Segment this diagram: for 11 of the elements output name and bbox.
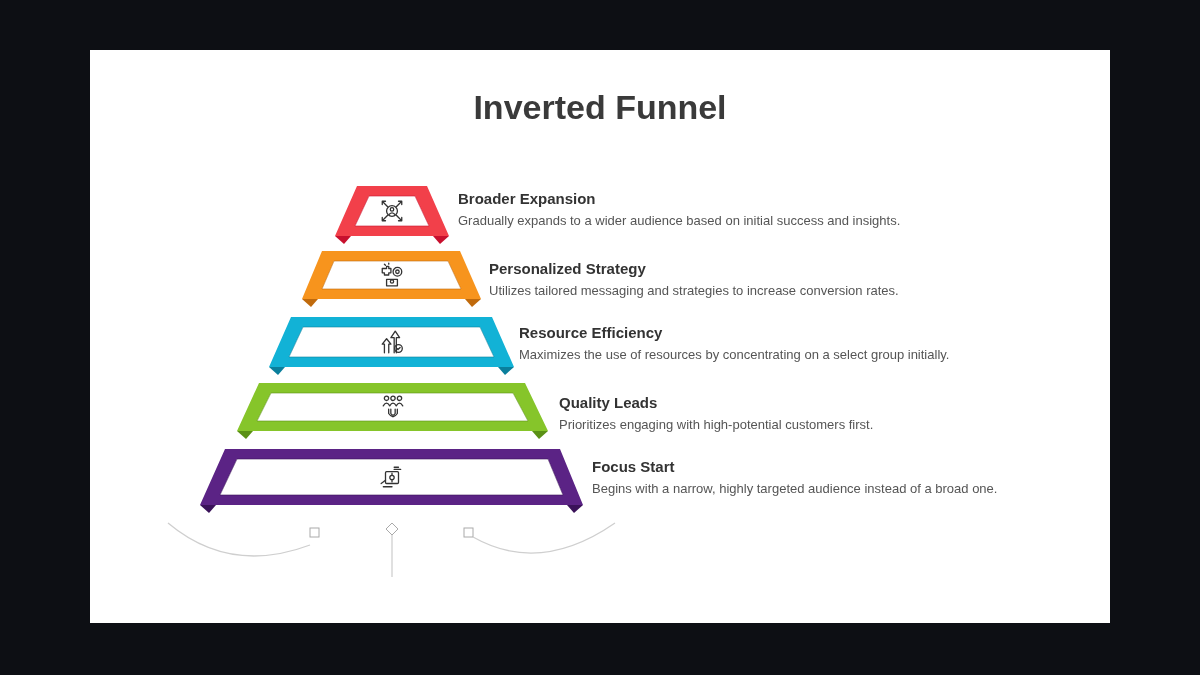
title: Inverted Funnel: [472, 88, 728, 127]
tier-description: Gradually expands to a wider audience based on initial success and insights.: [458, 213, 901, 229]
tier-description: Maximizes the use of resources by concentrating on a select group initially.: [519, 347, 950, 363]
tier-description: Utilizes tailored messaging and strategies to increase conversion rates.: [489, 283, 899, 299]
tier-heading: Quality Leads: [559, 394, 658, 412]
tier-description: Begins with a narrow, highly targeted audience instead of a broad one.: [592, 481, 998, 497]
tier-description: Prioritizes engaging with high-potential customers first.: [559, 417, 874, 433]
tier-heading: Focus Start: [592, 458, 675, 476]
tier-heading: Personalized Strategy: [489, 260, 646, 278]
tier-heading: Broader Expansion: [458, 190, 596, 208]
tier-heading: Resource Efficiency: [519, 324, 663, 342]
